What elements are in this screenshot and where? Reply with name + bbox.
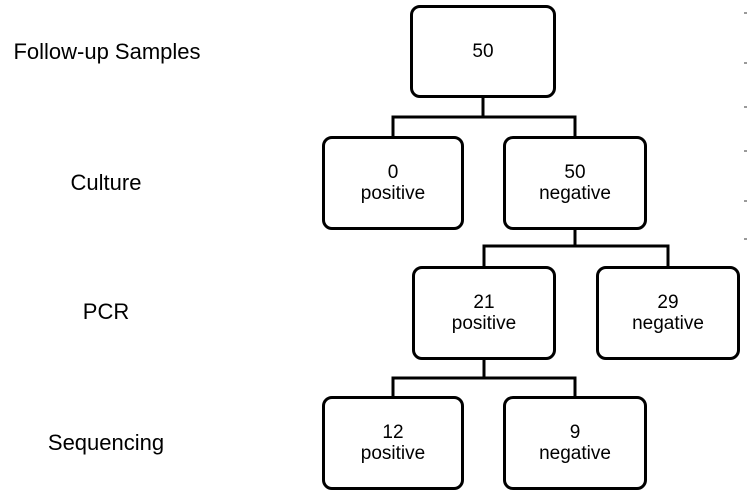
row-label-pcr: PCR [82,299,130,324]
row-label-sequencing: Sequencing [47,430,165,455]
node-count: 9 [569,422,581,443]
edge-mark [744,12,747,14]
node-result: negative [539,443,611,464]
node-sequencing-positive: 12 positive [322,396,464,490]
node-count: 12 [382,422,404,443]
edge-mark [744,106,747,108]
node-count: 50 [472,41,494,62]
node-count: 29 [657,292,679,313]
node-culture-positive: 0 positive [322,136,464,230]
node-result: negative [632,313,704,334]
node-count: 50 [564,162,586,183]
node-result: positive [451,313,517,334]
node-sequencing-negative: 9 negative [503,396,647,490]
node-count: 21 [473,292,495,313]
node-pcr-negative: 29 negative [596,266,740,360]
node-result: negative [539,183,611,204]
edge-mark [744,200,747,202]
edge-mark [744,238,747,240]
node-result: positive [360,183,426,204]
row-label-follow-up-samples: Follow-up Samples [13,39,201,64]
node-count: 0 [387,162,399,183]
node-culture-negative: 50 negative [503,136,647,230]
row-label-culture: Culture [70,170,142,195]
node-follow-up-samples: 50 [410,5,556,98]
edge-mark [744,150,747,152]
node-pcr-positive: 21 positive [412,266,556,360]
node-result: positive [360,443,426,464]
edge-mark [744,62,747,64]
